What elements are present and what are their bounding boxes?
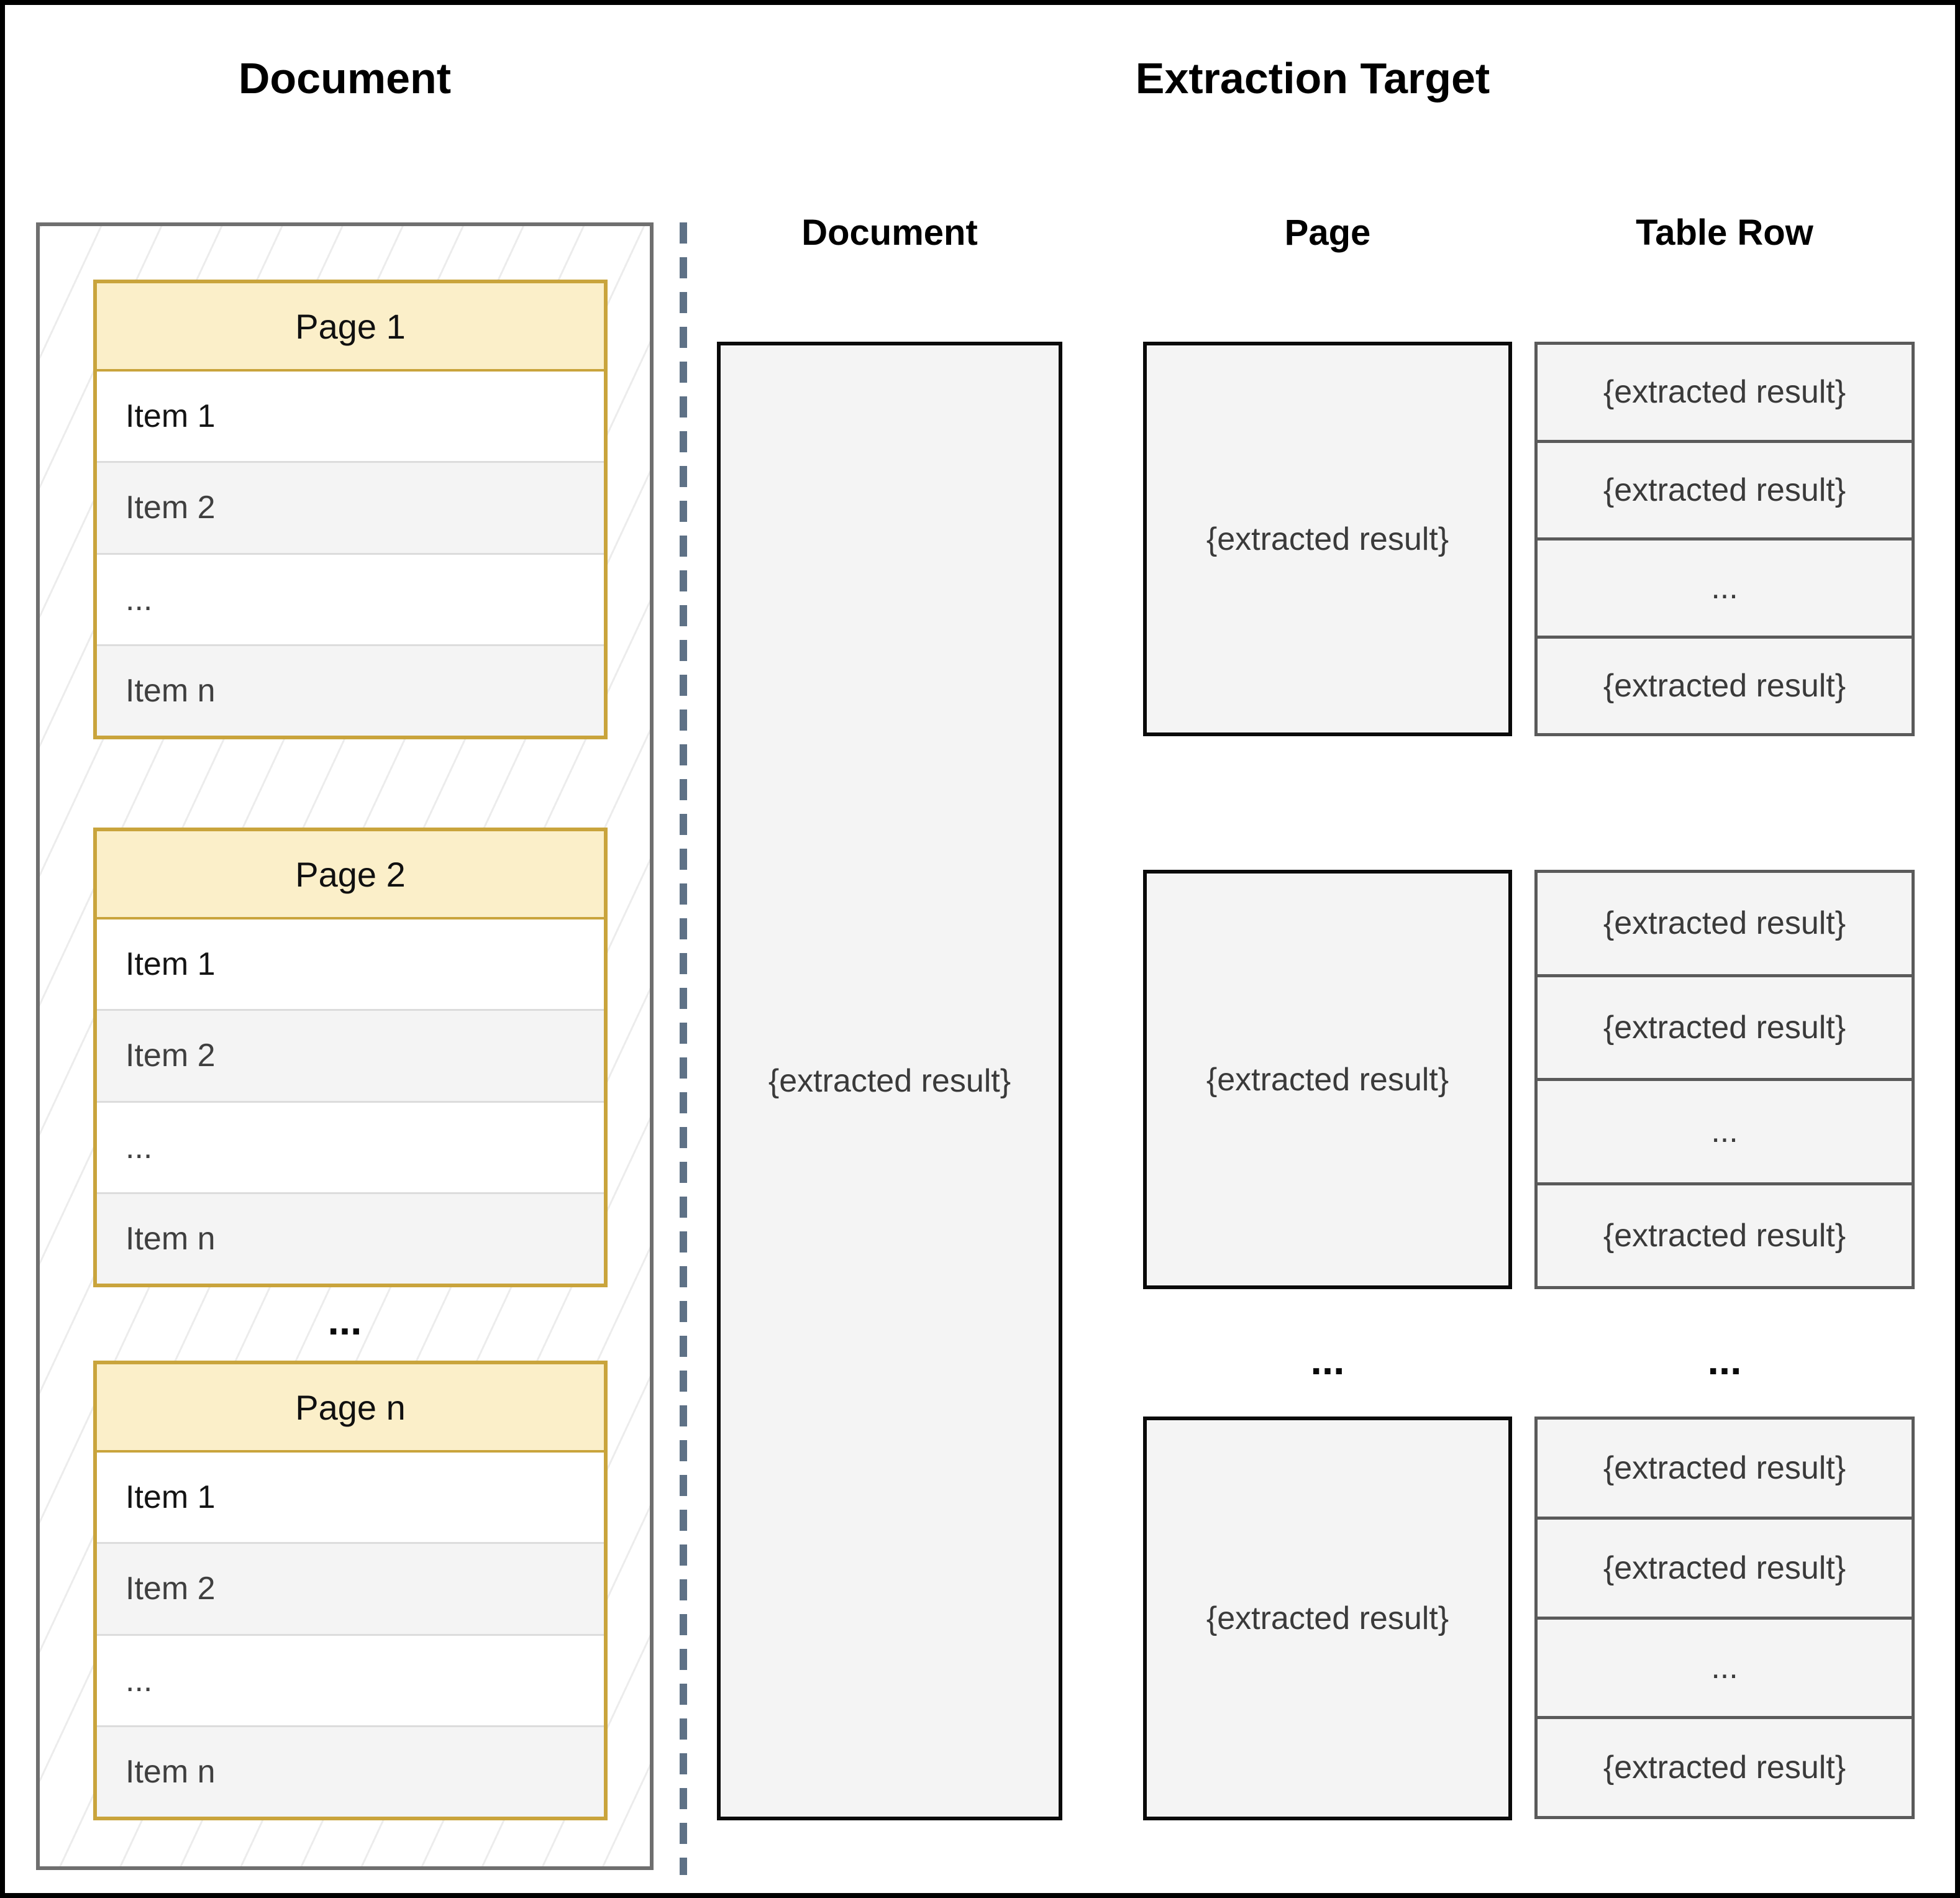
page-card-n-item: Item n bbox=[97, 1725, 604, 1817]
page-result-box-1: {extracted result} bbox=[1143, 342, 1512, 736]
page-card-n-item: Item 2 bbox=[97, 1542, 604, 1634]
document-result-box: {extracted result} bbox=[717, 342, 1062, 1820]
table-row-ellipsis-row: ... bbox=[1538, 1078, 1912, 1182]
table-row-result: {extracted result} bbox=[1538, 1516, 1912, 1617]
table-row-ellipsis-row: ... bbox=[1538, 1616, 1912, 1717]
table-row-result: {extracted result} bbox=[1538, 1716, 1912, 1816]
table-row-group-1: {extracted result} {extracted result} ..… bbox=[1534, 342, 1915, 736]
page-card-2-item: Item n bbox=[97, 1192, 604, 1284]
page-result-box-2: {extracted result} bbox=[1143, 870, 1512, 1289]
table-row-result: {extracted result} bbox=[1538, 439, 1912, 538]
page-card-n-item: Item 1 bbox=[125, 1479, 216, 1516]
table-row-result: {extracted result} bbox=[1538, 1182, 1912, 1287]
page-result-text: {extracted result} bbox=[1206, 521, 1449, 557]
page-card-2-item: Item 1 bbox=[125, 946, 216, 983]
page-card-2: Page 2 Item 1 Item 2 ... Item n bbox=[93, 828, 608, 1287]
table-row-result: {extracted result} bbox=[1603, 1449, 1846, 1486]
document-result-text: {extracted result} bbox=[768, 1063, 1011, 1099]
page-card-1-header: Page 1 bbox=[97, 283, 604, 372]
page-card-n-item-ellipsis: ... bbox=[97, 1633, 604, 1725]
table-row-column-ellipsis: ... bbox=[1707, 1337, 1742, 1383]
column-header-table-row: Table Row bbox=[1636, 212, 1813, 253]
table-row-group-3: {extracted result} {extracted result} ..… bbox=[1534, 1417, 1915, 1819]
table-row-result: {extracted result} bbox=[1538, 974, 1912, 1079]
table-row-group-2: {extracted result} {extracted result} ..… bbox=[1534, 870, 1915, 1289]
table-row-result: {extracted result} bbox=[1603, 905, 1846, 942]
page-card-1-item-ellipsis: ... bbox=[97, 552, 604, 644]
page-card-1-item: Item 1 bbox=[125, 398, 216, 435]
section-divider-dashed-line bbox=[680, 222, 687, 1875]
page-card-2-item: Item 2 bbox=[97, 1009, 604, 1101]
column-header-document: Document bbox=[801, 212, 978, 253]
page-result-text: {extracted result} bbox=[1206, 1600, 1449, 1636]
page-card-n: Page n Item 1 Item 2 ... Item n bbox=[93, 1361, 608, 1820]
pages-ellipsis: ... bbox=[327, 1297, 362, 1343]
page-card-1: Page 1 Item 1 Item 2 ... Item n bbox=[93, 280, 608, 739]
page-result-box-3: {extracted result} bbox=[1143, 1417, 1512, 1820]
left-section-title: Document bbox=[238, 54, 452, 103]
right-section-title: Extraction Target bbox=[1135, 54, 1490, 103]
page-column-ellipsis: ... bbox=[1310, 1337, 1345, 1383]
table-row-result: {extracted result} bbox=[1603, 374, 1846, 411]
page-card-n-header: Page n bbox=[97, 1364, 604, 1453]
page-card-2-header: Page 2 bbox=[97, 831, 604, 919]
column-header-page: Page bbox=[1284, 212, 1371, 253]
table-row-ellipsis-row: ... bbox=[1538, 537, 1912, 636]
page-card-1-item: Item 2 bbox=[97, 461, 604, 553]
page-card-1-item: Item n bbox=[97, 644, 604, 736]
page-card-2-item-ellipsis: ... bbox=[97, 1100, 604, 1192]
page-result-text: {extracted result} bbox=[1206, 1061, 1449, 1098]
document-panel: Page 1 Item 1 Item 2 ... Item n Page 2 I… bbox=[36, 222, 654, 1870]
table-row-result: {extracted result} bbox=[1538, 635, 1912, 734]
